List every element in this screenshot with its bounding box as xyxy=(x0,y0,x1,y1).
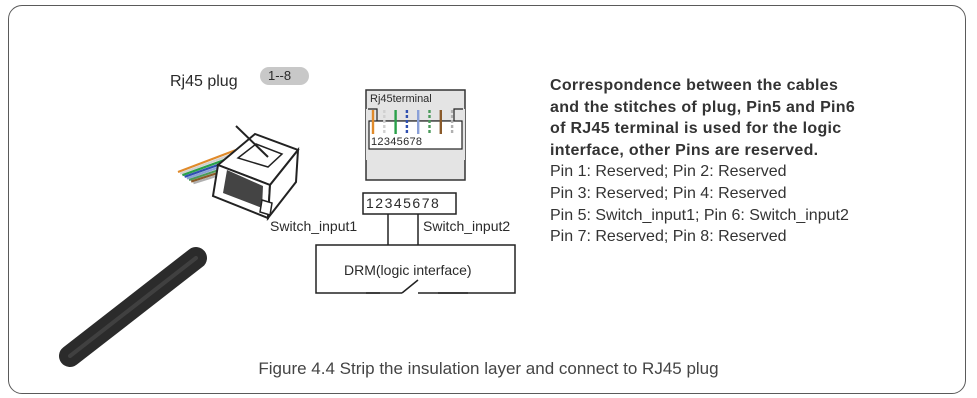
figure-caption: Figure 4.4 Strip the insulation layer an… xyxy=(258,359,719,378)
terminal-pin-numbers: 12345678 xyxy=(371,136,423,148)
pin-assignment: Pin 7: Reserved; Pin 8: Reserved xyxy=(550,228,787,246)
terminal-wire-stripes xyxy=(371,110,454,134)
rj45-terminal-icon xyxy=(365,89,466,181)
figure-frame xyxy=(8,5,966,394)
pin-assignment: Pin 5: Switch_input1; Pin 6: Switch_inpu… xyxy=(550,206,849,224)
switch-contact xyxy=(401,279,419,294)
switch-input1-label: Switch_input1 xyxy=(270,218,358,234)
description-line: Correspondence between the cables xyxy=(550,77,839,94)
pin-description: Correspondence between the cables and th… xyxy=(550,75,960,248)
connector-pin-numbers: 12345678 xyxy=(366,195,441,211)
pin-assignment: Pin 1: Reserved; Pin 2: Reserved xyxy=(550,163,787,181)
plug-label: Rj45 plug xyxy=(170,73,238,90)
description-line: of RJ45 terminal is used for the logic xyxy=(550,120,842,138)
pin-assignment: Pin 3: Reserved; Pin 4: Reserved xyxy=(550,184,787,202)
switch-input2-label: Switch_input2 xyxy=(423,218,511,234)
pin-range-badge xyxy=(260,67,309,85)
plug-leader-line xyxy=(235,125,269,158)
terminal-title: Rj45terminal xyxy=(370,93,432,105)
description-line: interface, other Pins are reserved. xyxy=(550,141,819,159)
description-line: and the stitches of plug, Pin5 and Pin6 xyxy=(550,98,856,116)
pin-range-label: 1--8 xyxy=(268,68,292,83)
wire-strand xyxy=(177,148,237,174)
drm-label: DRM(logic interface) xyxy=(344,262,472,278)
connector-pin-box xyxy=(362,192,457,215)
rj45-plug-icon xyxy=(211,132,300,222)
